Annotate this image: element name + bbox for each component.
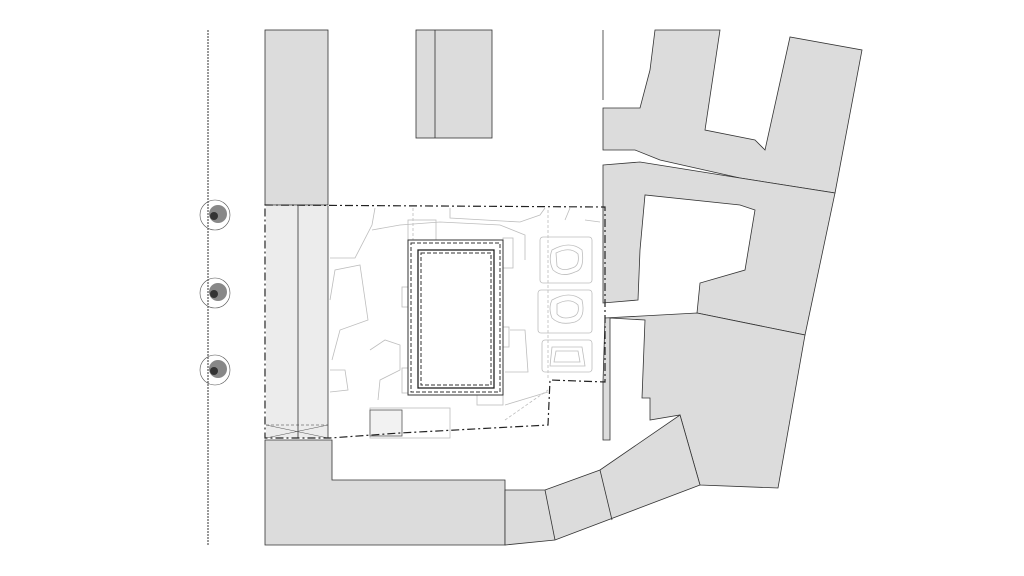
building-north-east [602, 29, 863, 194]
building-north-center [415, 29, 493, 139]
building-divider [599, 469, 613, 521]
building-west-north [264, 29, 329, 206]
planter [537, 289, 593, 334]
tree-icon [199, 354, 231, 386]
neighbouring-buildings [264, 29, 863, 546]
landscape-paths [329, 207, 601, 439]
planter [539, 236, 593, 284]
building-south-east [602, 312, 806, 489]
building-divider [544, 489, 556, 541]
pool-building [401, 219, 514, 406]
planter [541, 339, 593, 373]
site-strip [265, 206, 329, 439]
trees [199, 199, 231, 386]
tree-icon [199, 277, 231, 309]
planters [537, 236, 593, 373]
site-boundary [264, 204, 606, 439]
building-south-west [264, 439, 506, 546]
building-east [602, 161, 836, 336]
tree-icon [199, 199, 231, 231]
